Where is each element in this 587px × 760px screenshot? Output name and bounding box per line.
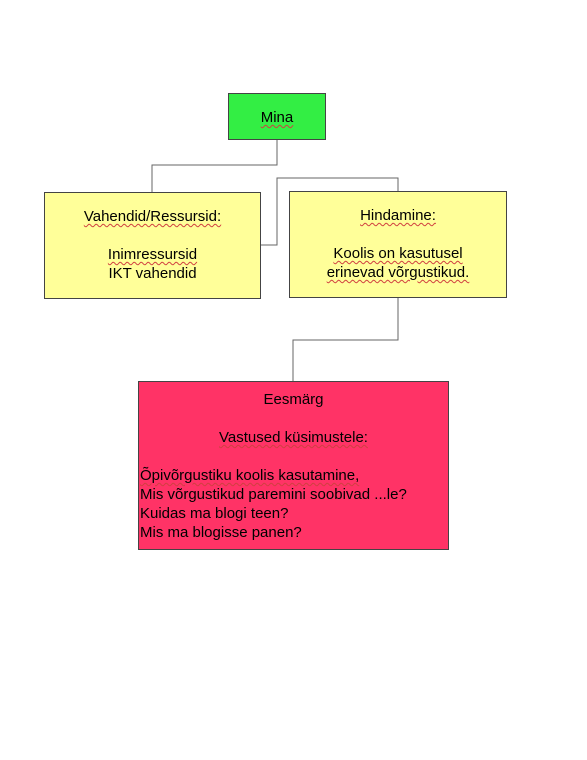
node-hindamine-title: Hindamine:: [360, 207, 436, 224]
node-eesmark-list: Õpivõrgustiku koolis kasutamine, Mis võr…: [139, 466, 448, 542]
node-vahendid-line-2: IKT vahendid: [108, 265, 197, 282]
node-eesmark-line-3: Kuidas ma blogi teen?: [140, 505, 289, 522]
node-eesmark-subtitle: Vastused küsimustele:: [219, 429, 368, 446]
node-eesmark-line-1: Õpivõrgustiku koolis kasutamine,: [140, 467, 360, 484]
node-eesmark-line-2: Mis võrgustikud paremini soobivad ...le?: [140, 486, 407, 503]
node-hindamine: Hindamine: Koolis on kasutusel erinevad …: [289, 191, 507, 298]
node-eesmark: Eesmärg Vastused küsimustele: Õpivõrgust…: [138, 381, 449, 550]
node-vahendid-title: Vahendid/Ressursid:: [83, 208, 222, 225]
connector-hindamine-eesmark: [292, 298, 399, 381]
node-eesmark-line-4: Mis ma blogisse panen?: [140, 524, 302, 541]
node-vahendid: Vahendid/Ressursid: Inimressursid IKT va…: [44, 192, 261, 299]
node-hindamine-line-1: Koolis on kasutusel: [333, 245, 463, 262]
node-eesmark-title: Eesmärg: [263, 391, 324, 408]
node-mina: Mina: [228, 93, 326, 140]
node-mina-label: Mina: [260, 109, 294, 126]
node-vahendid-line-1: Inimressursid: [107, 246, 198, 263]
connector-vahendid-hindamine: [261, 177, 399, 246]
connector-mina-vahendid: [151, 140, 278, 192]
node-hindamine-line-2: erinevad võrgustikud.: [326, 264, 470, 281]
